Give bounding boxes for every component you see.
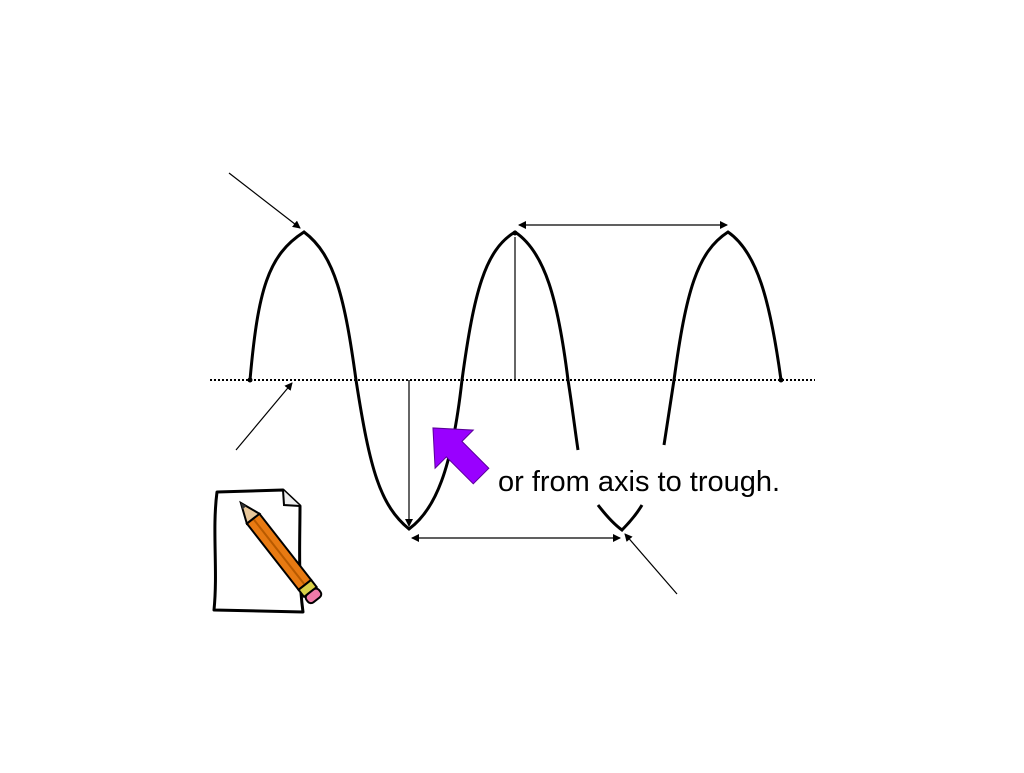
caption-text: or from axis to trough. <box>498 466 781 498</box>
notepad-pencil-icon <box>212 488 323 614</box>
crest-pointer-arrow <box>228 172 301 229</box>
wave-end-point <box>778 377 784 383</box>
axis-pointer-arrow <box>235 382 293 451</box>
wave-curve <box>248 230 580 531</box>
wave-start-point <box>247 377 253 383</box>
wave-curve-trough-2 <box>596 504 644 532</box>
wave-curve-tail <box>662 230 783 446</box>
crest-point <box>512 230 518 236</box>
trough-pointer-arrow <box>624 533 678 595</box>
highlight-arrow-icon <box>432 427 490 485</box>
